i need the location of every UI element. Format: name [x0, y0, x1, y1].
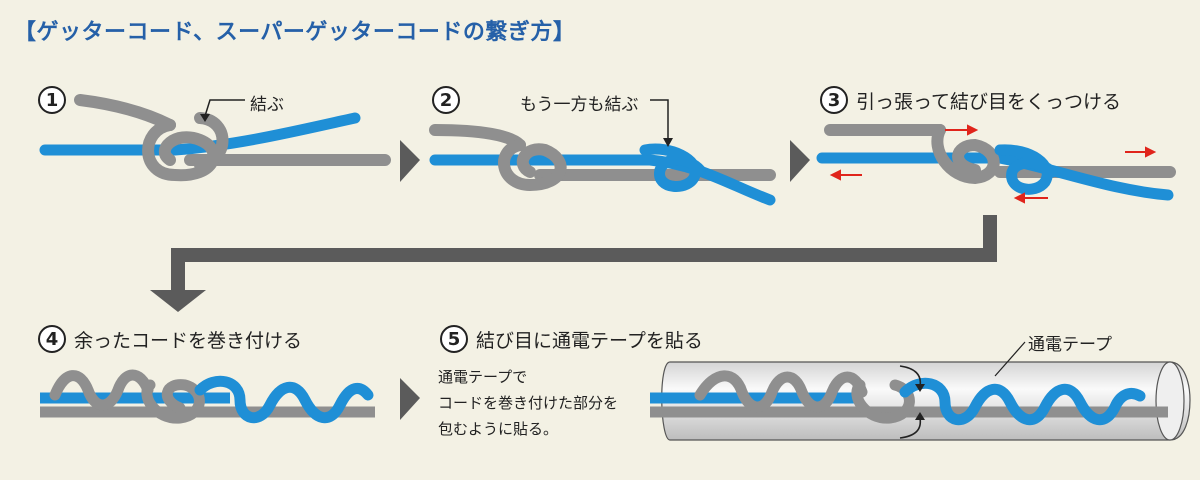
note-line-1: 通電テープで: [438, 368, 528, 386]
step-1-number: 1: [38, 86, 66, 114]
knot-loop-1: [142, 112, 229, 182]
tape-instructions: 通電テープで コードを巻き付けた部分を 包むように貼る。: [438, 364, 618, 442]
step-3-label: 引っ張って結び目をくっつける: [856, 90, 1122, 113]
callout-tie: 結ぶ: [250, 95, 284, 115]
callout-tie-other: もう一方も結ぶ: [520, 95, 639, 115]
tape-callout-line: [994, 341, 1026, 377]
gray-knot-4: [141, 379, 205, 424]
gray-knot-2: [498, 139, 567, 192]
pull-arrows: [829, 124, 1157, 204]
wrap-arrow-top: [899, 365, 922, 387]
step-5-label: 結び目に通電テープを貼る: [476, 329, 703, 352]
step-2-number: 2: [432, 86, 460, 114]
step-5-header: 5 結び目に通電テープを貼る: [440, 325, 703, 353]
step-5-number: 5: [440, 325, 468, 353]
step-3-illustration: [816, 124, 1176, 204]
wrap-arrow-bottom: [899, 417, 922, 439]
flow-arrow-1: [400, 140, 420, 182]
step-1-illustration: [39, 94, 391, 182]
blue-cord-3: [816, 152, 1174, 201]
callout-arrow-2: [650, 99, 669, 140]
step-2-illustration: [429, 99, 776, 206]
tape-end: [1155, 361, 1185, 441]
blue-cord-1: [39, 112, 361, 156]
step-2-header: 2: [432, 86, 460, 114]
note-line-3: 包むように貼る。: [438, 420, 559, 438]
step-5-illustration: [650, 341, 1191, 441]
gray-wrap-4: [49, 369, 154, 411]
gray-knot-3: [931, 124, 1000, 185]
flow-arrow-2: [790, 140, 810, 182]
blue-knot-2: [639, 143, 706, 192]
connector-arrow: [171, 215, 997, 290]
step-1-header: 1: [38, 86, 66, 114]
gray-cord-2: [429, 124, 776, 181]
step-4-label: 余ったコードを巻き付ける: [74, 329, 303, 352]
blue-cord-2: [429, 154, 776, 206]
page-title: 【ゲッターコード、スーパーゲッターコードの繋ぎ方】: [14, 20, 576, 45]
step-4-header: 4 余ったコードを巻き付ける: [38, 325, 302, 353]
step-3-number: 3: [820, 86, 848, 114]
note-line-2: コードを巻き付けた部分を: [438, 394, 619, 412]
blue-wrap-4: [194, 375, 374, 423]
blue-wrap-5: [899, 377, 1146, 425]
step-4-number: 4: [38, 325, 66, 353]
callout-tape: 通電テープ: [1028, 335, 1112, 355]
gray-wrap-5: [694, 370, 868, 413]
blue-knot-3: [994, 144, 1058, 195]
step-4-illustration: [40, 369, 375, 424]
flow-arrow-3: [400, 378, 420, 420]
callout-arrow-1: [204, 99, 245, 117]
step-3-header: 3 引っ張って結び目をくっつける: [820, 86, 1121, 114]
gray-cord-3: [824, 124, 1176, 178]
